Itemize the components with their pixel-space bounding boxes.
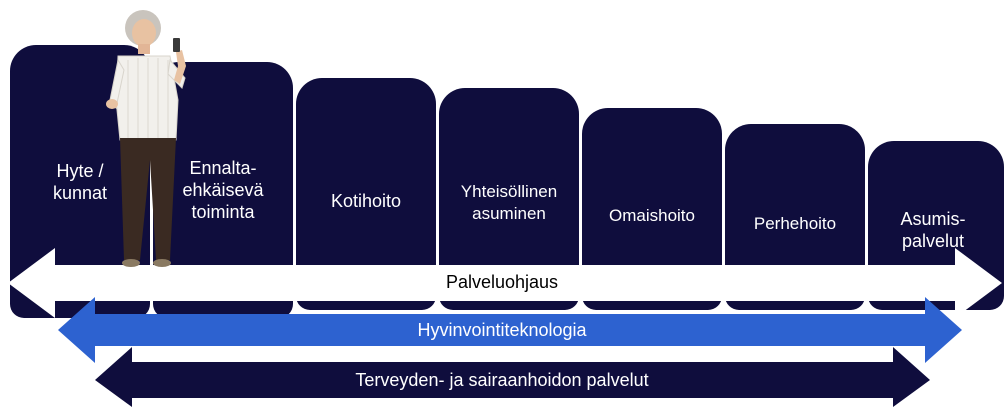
palveluohjaus-label: Palveluohjaus xyxy=(445,272,559,292)
hyvinvointiteknologia-arrow xyxy=(58,297,962,363)
terveys-arrow xyxy=(95,347,930,407)
stage-label-asumis: Asumis- palvelut xyxy=(900,209,966,251)
stage-label-kotihoito: Kotihoito xyxy=(330,191,402,211)
stage-label-omaishoito: Omaishoito xyxy=(609,206,695,225)
stage-label-hyte: Hyte / kunnat xyxy=(52,161,108,203)
stage-label-perhehoito: Perhehoito xyxy=(753,214,837,233)
hyvinvointiteknologia-label: Hyvinvointiteknologia xyxy=(417,320,587,340)
palveluohjaus-arrow xyxy=(8,248,1002,318)
stage-label-yhteisollinen: Yhteisöllinen asuminen xyxy=(460,182,558,223)
stage-label-ennalta: Ennalta- ehkäisevä toiminta xyxy=(182,158,264,222)
terveys-label: Terveyden- ja sairaanhoidon palvelut xyxy=(355,370,649,390)
